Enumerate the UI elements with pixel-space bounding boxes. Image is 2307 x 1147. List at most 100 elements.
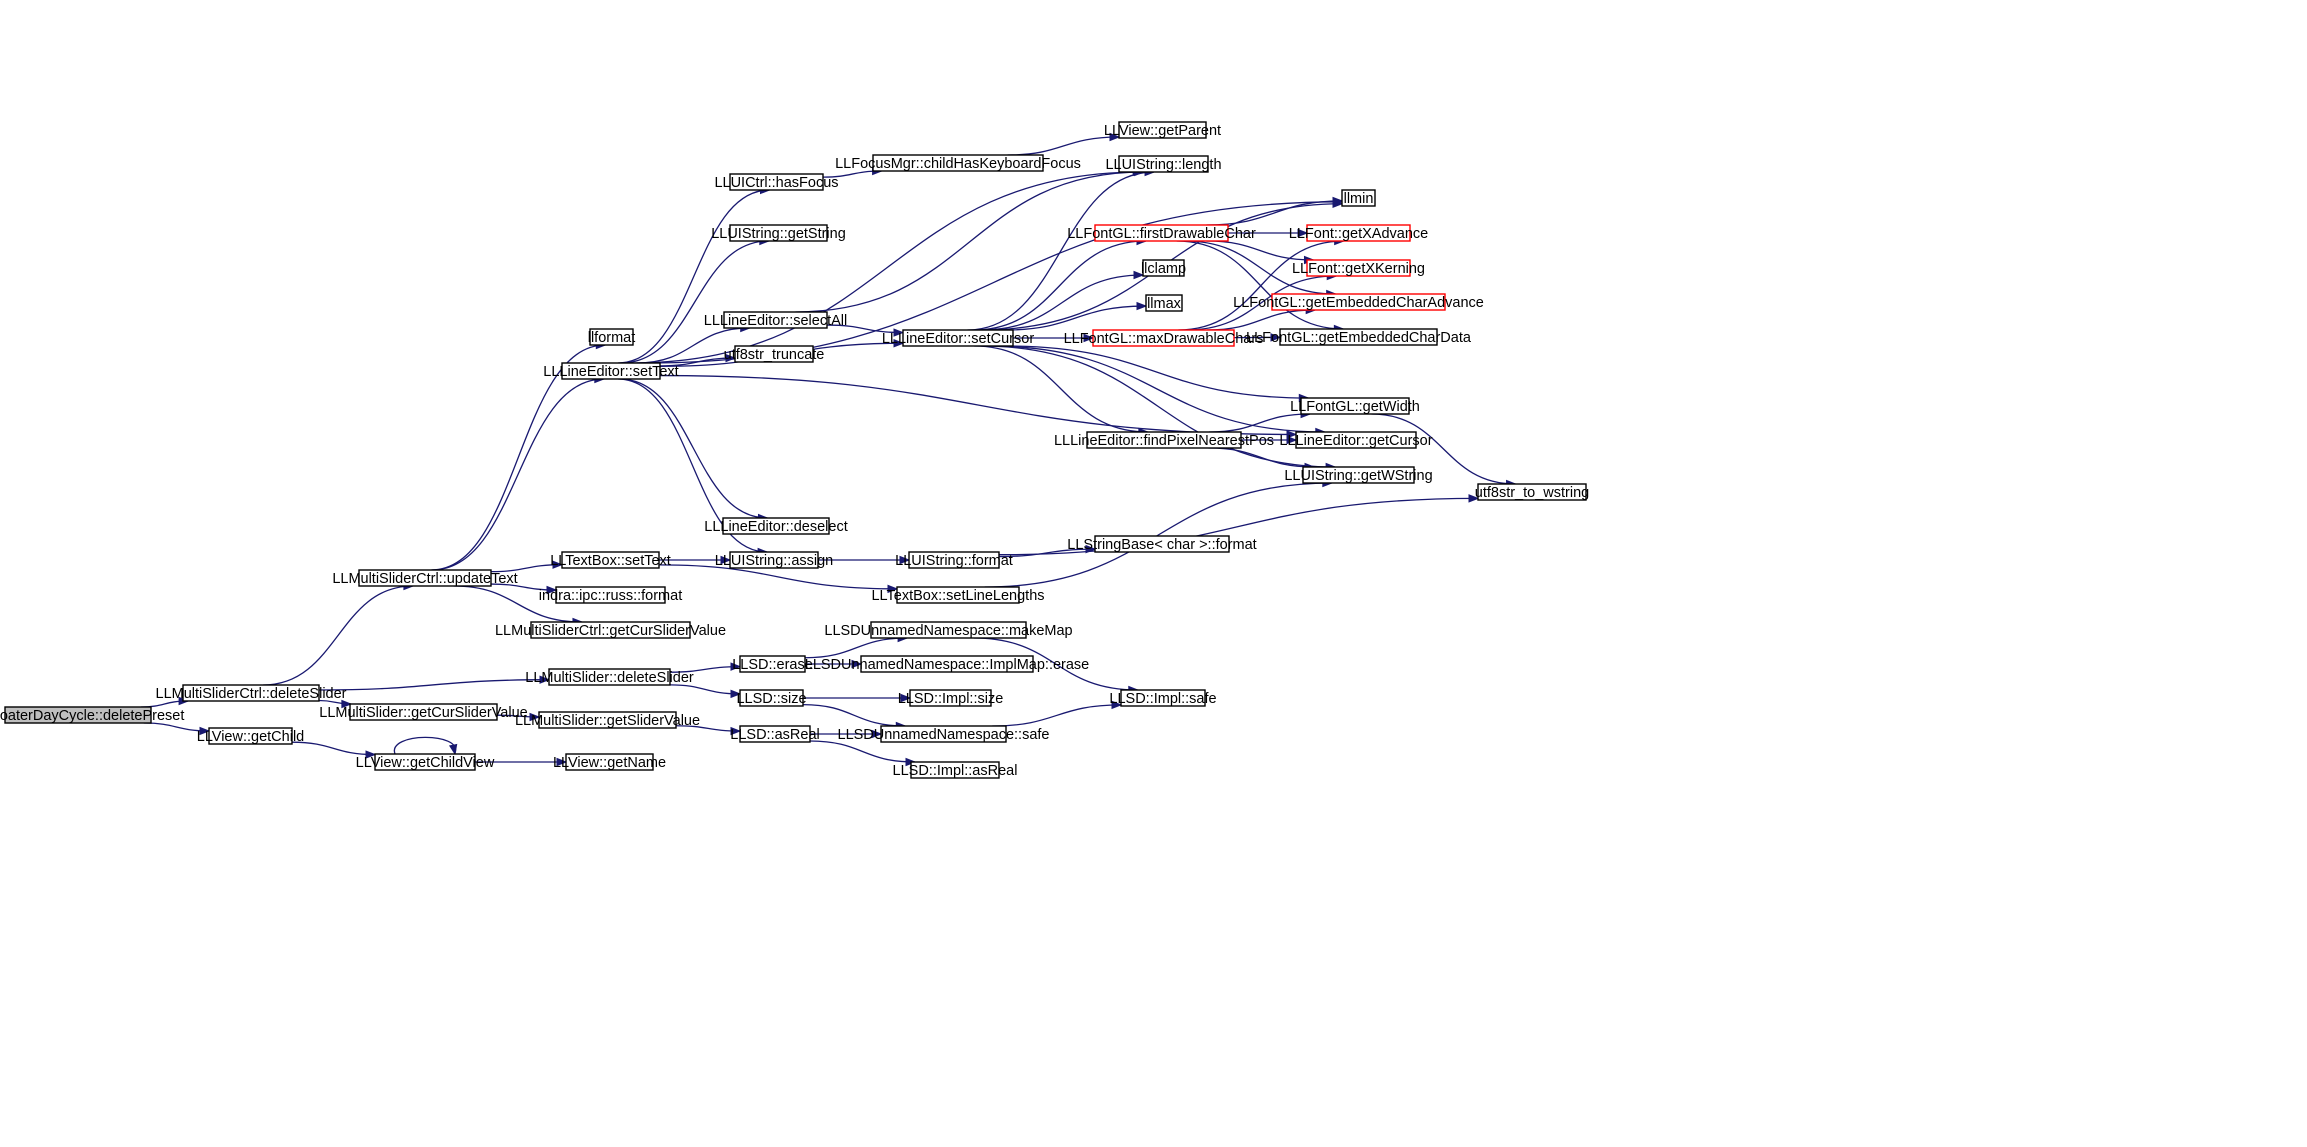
graph-node-view-getName[interactable]: LLView::getName <box>553 753 666 771</box>
call-edge-arrowhead <box>1468 494 1480 503</box>
graph-node-view-getChild[interactable]: LLView::getChild <box>197 727 304 745</box>
node-box <box>374 753 476 771</box>
node-box <box>1094 535 1230 553</box>
graph-node-font-getXKerning[interactable]: LLFont::getXKerning <box>1292 259 1425 277</box>
node-box <box>729 173 824 191</box>
call-edge-arrowhead <box>539 675 551 684</box>
call-edge <box>620 240 769 364</box>
call-edge-arrowhead <box>1111 700 1123 710</box>
graph-node-llclamp[interactable]: llclamp <box>1141 259 1186 277</box>
graph-node-msc-getCurSliderValue[interactable]: LLMultiSliderCtrl::getCurSliderValue <box>495 621 726 639</box>
node-box <box>872 154 1044 172</box>
node-box <box>739 655 806 673</box>
call-edge-arrowhead <box>887 584 899 594</box>
graph-node-fgl-getEmbeddedCharData[interactable]: LLFontGL::getEmbeddedCharData <box>1246 328 1472 346</box>
call-edge-arrowhead <box>871 729 883 739</box>
node-label: LLUIString::getWString <box>1284 468 1432 484</box>
node-label: LLFontGL::getEmbeddedCharAdvance <box>1233 295 1484 311</box>
node-label: LLSDUnnamedNamespace::makeMap <box>824 623 1072 639</box>
call-edge-arrowhead <box>730 726 742 736</box>
graph-node-uistr-format[interactable]: LLUIString::format <box>895 551 1013 569</box>
graph-node-tb-setText[interactable]: LLTextBox::setText <box>550 551 671 569</box>
node-label: LLUIString::length <box>1105 157 1221 173</box>
graph-node-russ-format[interactable]: indra::ipc::russ::format <box>539 586 682 604</box>
node-box <box>349 703 498 721</box>
graph-node-strbase-format[interactable]: LLStringBase< char >::format <box>1067 535 1257 553</box>
node-box <box>729 551 819 569</box>
node-label: LLSDUnnamedNamespace::ImplMap::erase <box>805 657 1090 673</box>
call-edge <box>973 637 1138 691</box>
call-edge <box>1176 240 1344 330</box>
graph-node-llmax[interactable]: llmax <box>1145 294 1183 312</box>
graph-node-ns-makeMap[interactable]: LLSDUnnamedNamespace::makeMap <box>824 621 1073 639</box>
graph-node-view-getChildView[interactable]: LLView::getChildView <box>356 753 495 771</box>
node-box <box>1341 189 1376 207</box>
graph-node-font-getXAdvance[interactable]: LLFont::getXAdvance <box>1289 224 1428 242</box>
call-edge <box>984 482 1332 588</box>
graph-node-fgl-getEmbeddedCharAdvance[interactable]: LLFontGL::getEmbeddedCharAdvance <box>1233 293 1484 311</box>
call-edge-arrowhead <box>1332 196 1344 206</box>
node-label: LLView::getChild <box>197 729 304 745</box>
graph-node-impl-safe[interactable]: LLSD::Impl::safe <box>1109 689 1217 707</box>
graph-node-uistr-getString[interactable]: LLUIString::getString <box>711 224 846 242</box>
call-edge <box>669 684 741 695</box>
node-label: LLFontGL::firstDrawableChar <box>1067 226 1256 242</box>
graph-node-msc-deleteSlider[interactable]: LLMultiSliderCtrl::deleteSlider <box>156 684 347 702</box>
node-box <box>908 551 1000 569</box>
graph-node-uistr-assign[interactable]: LLUIString::assign <box>715 551 833 569</box>
node-box <box>358 569 492 587</box>
graph-node-llmin[interactable]: llmin <box>1341 189 1376 207</box>
node-label: LLUICtrl::hasFocus <box>714 175 838 191</box>
call-edge-arrowhead <box>1286 430 1298 439</box>
graph-node-uistr-length[interactable]: LLUIString::length <box>1105 155 1222 173</box>
graph-node-fgl-getWidth[interactable]: LLFontGL::getWidth <box>1290 397 1420 415</box>
node-label: LLSD::Impl::safe <box>1109 691 1216 707</box>
node-label: LLStringBase< char >::format <box>1067 537 1256 553</box>
graph-node-uistr-getWString[interactable]: LLUIString::getWString <box>1284 466 1433 484</box>
graph-node-ms-deleteSlider[interactable]: LLMultiSlider::deleteSlider <box>525 668 694 686</box>
graph-node-root[interactable]: LLFloaterDayCycle::deletePreset <box>0 706 184 724</box>
node-box <box>555 586 666 604</box>
call-edge <box>659 374 1297 436</box>
call-edge-arrowhead <box>1297 228 1309 238</box>
node-label: LLView::getName <box>553 755 666 771</box>
node-label: utf8str_truncate <box>724 347 825 363</box>
graph-node-ms-getSliderValue[interactable]: LLMultiSlider::getSliderValue <box>515 711 700 729</box>
node-box <box>910 761 1000 779</box>
node-label: LLUIString::assign <box>715 553 833 569</box>
graph-node-impl-asReal[interactable]: LLSD::Impl::asReal <box>893 761 1018 779</box>
graph-node-utf8str-to-wstring[interactable]: utf8str_to_wstring <box>1475 483 1589 501</box>
graph-node-impl-size[interactable]: LLSD::Impl::size <box>898 689 1004 707</box>
graph-node-le-findPixelNearestPos[interactable]: LLLineEditor::findPixelNearestPos <box>1054 431 1274 449</box>
graph-node-llformat[interactable]: llformat <box>588 328 636 346</box>
call-edge <box>632 171 1143 364</box>
graph-node-le-selectAll[interactable]: LLLineEditor::selectAll <box>704 311 847 329</box>
graph-node-focus-childHasKbd[interactable]: LLFocusMgr::childHasKeyboardFocus <box>835 154 1081 172</box>
graph-node-view-getParent[interactable]: LLView::getParent <box>1104 121 1221 139</box>
graph-node-llsd-size[interactable]: LLSD::size <box>736 689 807 707</box>
graph-node-msc-updateText[interactable]: LLMultiSliderCtrl::updateText <box>332 569 518 587</box>
call-edge <box>394 736 456 755</box>
graph-node-le-getCursor[interactable]: LLLineEditor::getCursor <box>1279 431 1433 449</box>
graph-node-llsd-erase[interactable]: LLSD::erase <box>732 655 813 673</box>
graph-node-ns-safe[interactable]: LLSDUnnamedNamespace::safe <box>838 725 1050 743</box>
graph-node-le-setCursor[interactable]: LLLineEditor::setCursor <box>882 329 1034 347</box>
graph-node-fgl-firstDrawableChar[interactable]: LLFontGL::firstDrawableChar <box>1067 224 1256 242</box>
call-edge-arrowhead <box>1136 301 1148 311</box>
call-edge <box>431 344 606 571</box>
graph-node-tb-setLineLengths[interactable]: LLTextBox::setLineLengths <box>871 586 1045 604</box>
graph-node-le-setText[interactable]: LLLineEditor::setText <box>543 362 679 380</box>
graph-node-ms-getCurSliderValue[interactable]: LLMultiSlider::getCurSliderValue <box>319 703 528 721</box>
graph-node-utf8str-truncate[interactable]: utf8str_truncate <box>724 345 825 363</box>
node-label: LLMultiSlider::getCurSliderValue <box>319 705 527 721</box>
call-edge-arrowhead <box>556 757 568 767</box>
graph-node-fgl-maxDrawableChars[interactable]: LLFontGL::maxDrawableChars <box>1064 329 1264 347</box>
call-edge <box>981 274 1144 331</box>
graph-node-uictrl-hasFocus[interactable]: LLUICtrl::hasFocus <box>714 173 839 191</box>
node-label: LLUIString::format <box>895 553 1013 569</box>
graph-node-llsd-asReal[interactable]: LLSD::asReal <box>730 725 820 743</box>
graph-node-ns-implmap-erase[interactable]: LLSDUnnamedNamespace::ImplMap::erase <box>805 655 1090 673</box>
graph-node-le-deselect[interactable]: LLLineEditor::deselect <box>704 517 848 535</box>
node-box <box>909 689 992 707</box>
